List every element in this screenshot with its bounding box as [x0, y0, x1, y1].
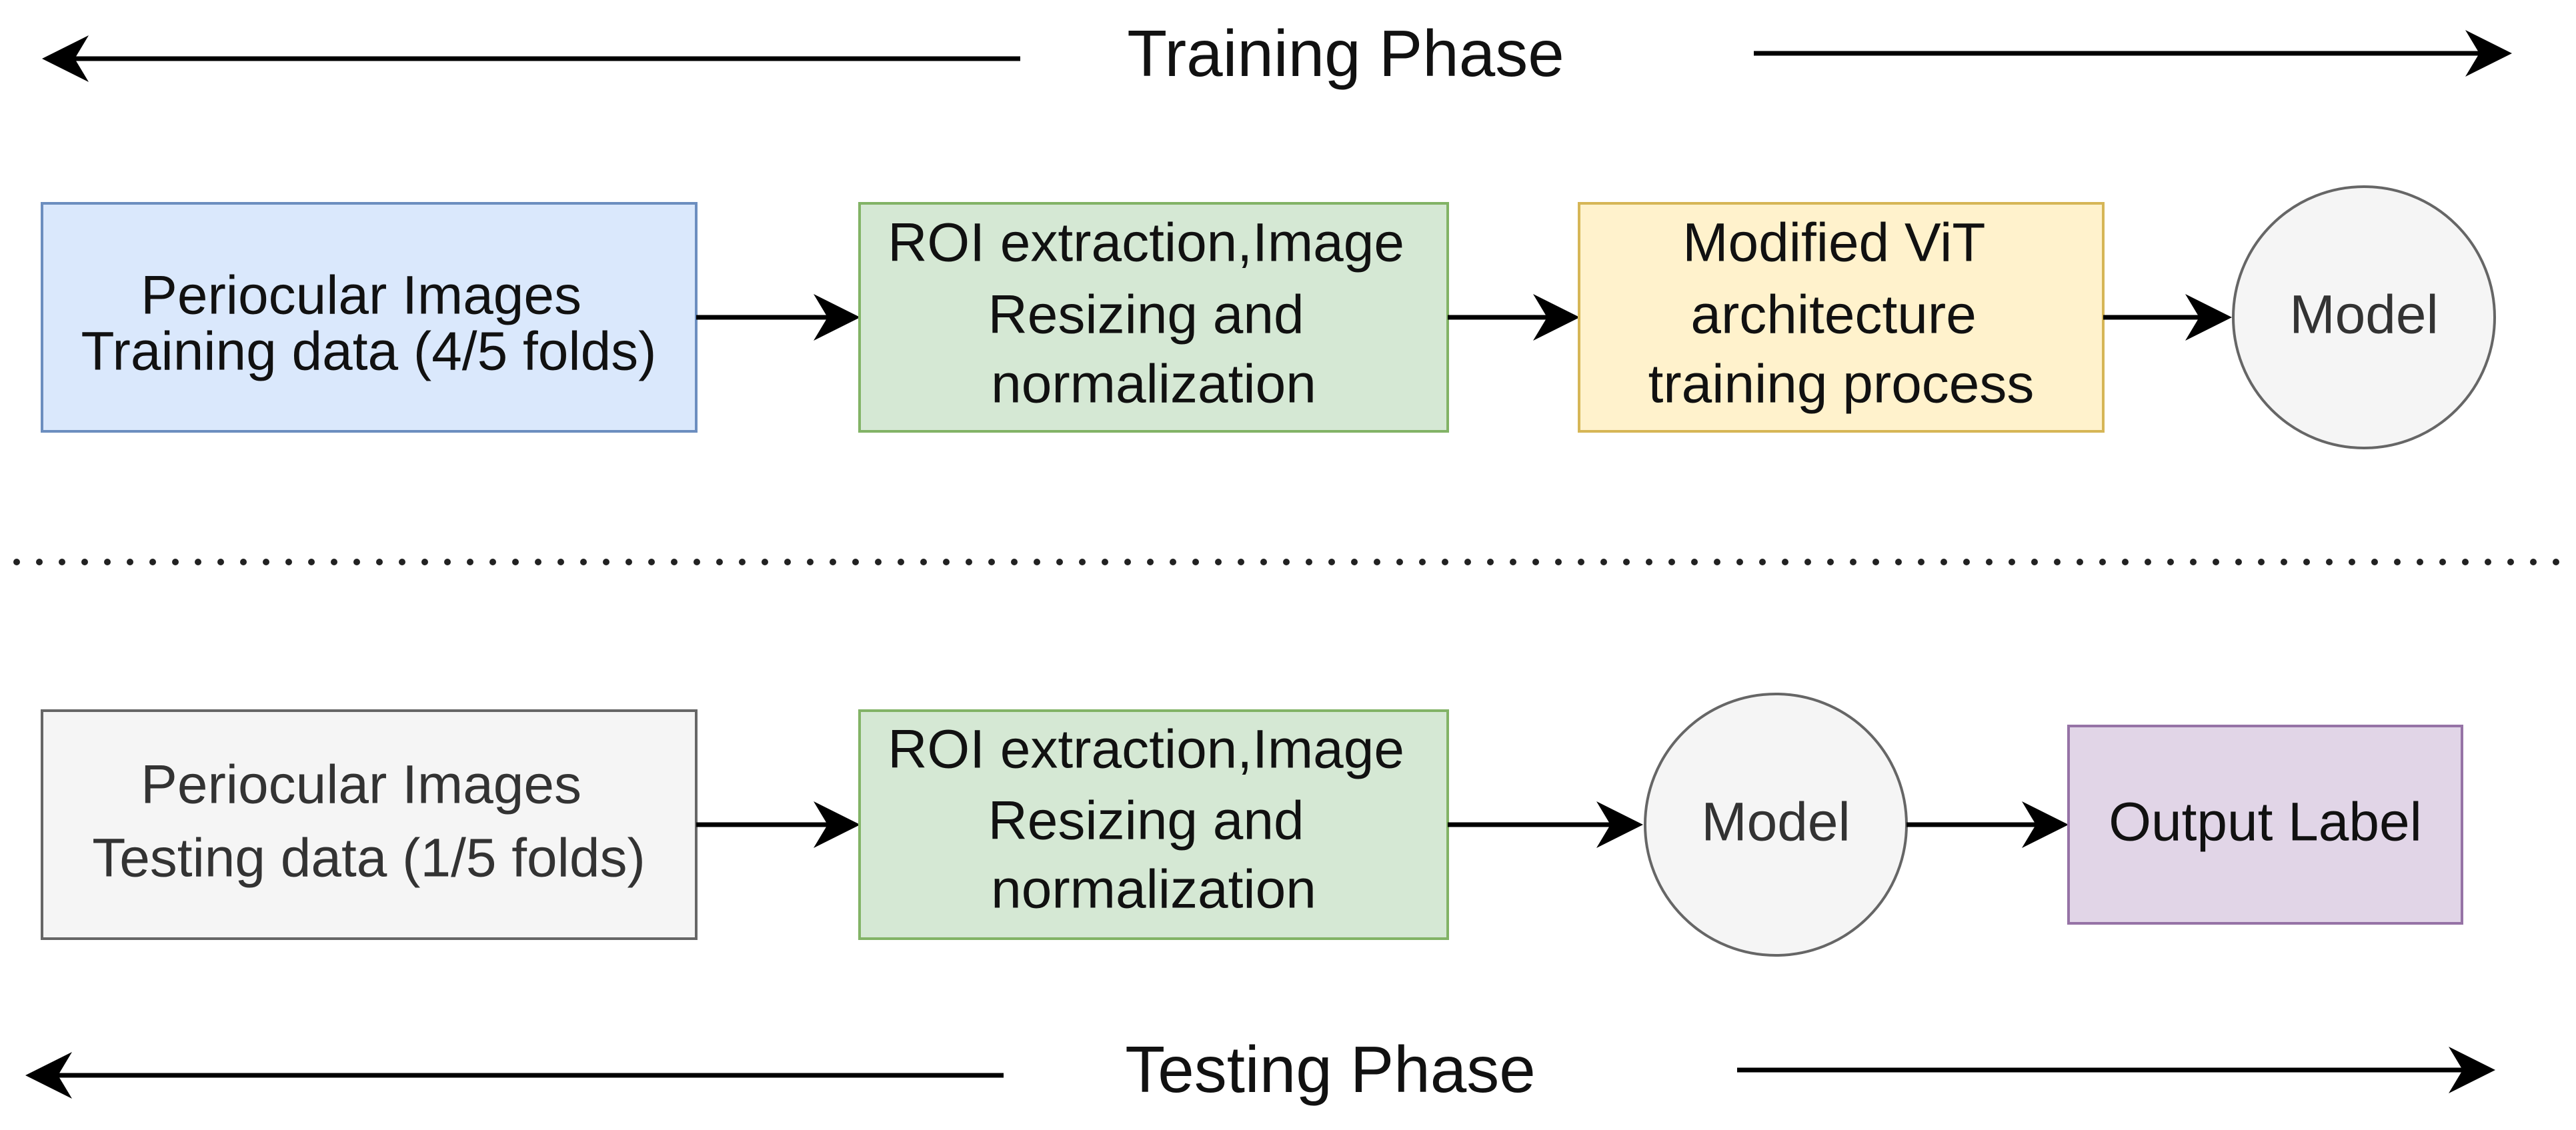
- testing-model-label: Model: [1701, 792, 1850, 853]
- testing-output-box: [2067, 725, 2463, 925]
- testing-preprocess-label: ROI extraction,Image Resizing and normal…: [888, 705, 1420, 920]
- testing-input-box: [41, 709, 698, 940]
- training-model-node: [2232, 185, 2496, 449]
- testing-input-label: Periocular Images Testing data (1/5 fold…: [92, 740, 646, 889]
- training-phase-label: Training Phase: [1127, 17, 1564, 90]
- training-vit-label: Modified ViT architecture training proce…: [1648, 198, 2035, 415]
- testing-output-label: Output Label: [2109, 792, 2422, 853]
- training-input-label: Periocular Images Training data (4/5 fol…: [81, 251, 657, 382]
- training-vit-box: [1578, 202, 2105, 433]
- training-preprocess-box: [858, 202, 1449, 433]
- testing-phase-label: Testing Phase: [1125, 1033, 1536, 1106]
- testing-preprocess-box: [858, 709, 1449, 940]
- training-model-label: Model: [2289, 285, 2438, 345]
- training-input-box: [41, 202, 698, 433]
- training-preprocess-label: ROI extraction,Image Resizing and normal…: [888, 198, 1420, 415]
